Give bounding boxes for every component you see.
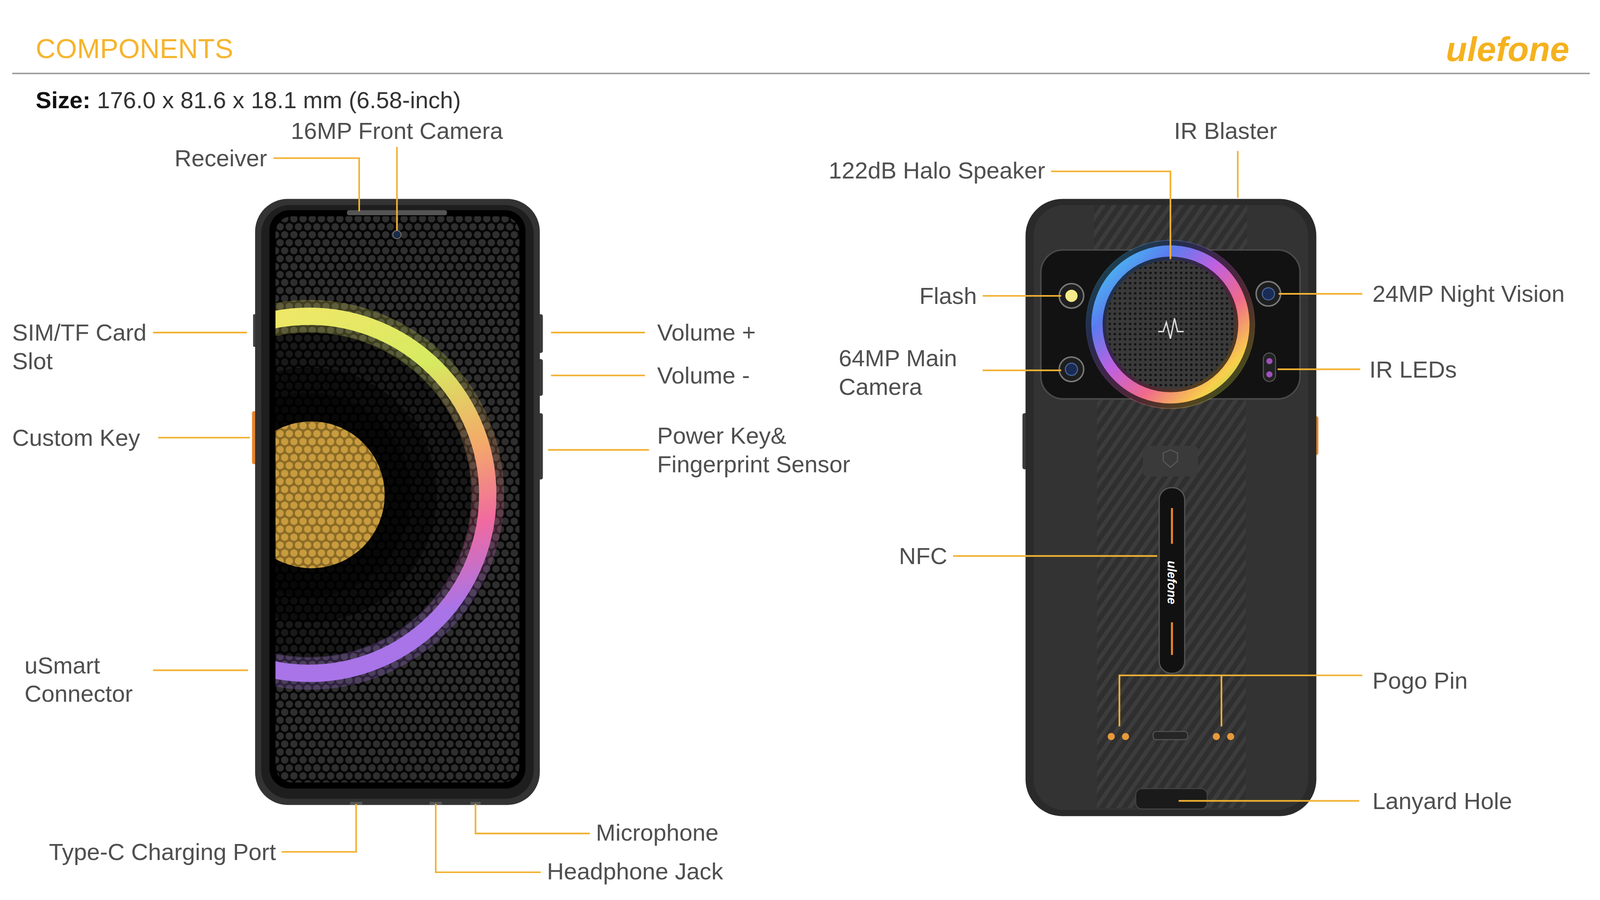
illustration-part — [281, 804, 357, 853]
illustration-part — [1266, 371, 1273, 378]
illustration-part — [1059, 357, 1084, 382]
part-label: Power Key& Fingerprint Sensor — [657, 421, 867, 479]
illustration-part — [392, 230, 401, 239]
part-label: 122dB Halo Speaker — [828, 156, 1046, 185]
illustration-part — [1220, 675, 1223, 727]
phone-back — [1022, 199, 1319, 817]
part-label: Custom Key — [12, 423, 141, 453]
illustration-part — [1256, 281, 1281, 307]
page-title: COMPONENTS — [35, 32, 234, 66]
illustration-part — [1159, 487, 1185, 674]
part-label: uSmart Connector — [24, 650, 158, 709]
part-label: 24MP Night Vision — [1372, 279, 1566, 309]
illustration-part — [1135, 788, 1208, 809]
illustration-part — [275, 367, 437, 623]
illustration-part — [982, 369, 1062, 372]
illustration-part — [1142, 445, 1198, 477]
illustration-part — [275, 316, 488, 674]
illustration-part — [153, 331, 248, 334]
illustration-part — [1065, 363, 1078, 376]
part-label: Headphone Jack — [546, 857, 723, 886]
illustration-part — [1277, 368, 1360, 371]
part-label: Volume + — [657, 318, 756, 347]
illustration-part — [396, 146, 398, 231]
illustration-part — [1025, 199, 1317, 817]
part-label: Pogo Pin — [1372, 666, 1468, 696]
illustration-part — [1065, 289, 1078, 302]
illustration-part — [158, 437, 251, 439]
illustration-part — [551, 331, 646, 334]
part-label: Type-C Charging Port — [48, 837, 276, 867]
illustration-part — [275, 316, 488, 674]
illustration-part — [1122, 733, 1130, 741]
illustration-part — [547, 449, 649, 451]
part-label: Flash — [919, 281, 977, 311]
illustration-part — [273, 158, 360, 212]
illustration-part — [1033, 205, 1309, 811]
part-label: 16MP Front Camera — [290, 116, 504, 145]
illustration-part — [953, 555, 1158, 558]
part-label: NFC — [898, 541, 948, 571]
illustration-part — [1050, 171, 1171, 259]
part-label: Lanyard Hole — [1372, 786, 1513, 816]
illustration-part — [1178, 800, 1360, 803]
illustration-part — [1237, 151, 1239, 198]
leader-lines — [153, 146, 1363, 873]
illustration-part — [1226, 733, 1235, 741]
illustration-part — [1163, 450, 1178, 468]
illustration-part — [1170, 508, 1174, 544]
part-label: Receiver — [174, 144, 267, 173]
illustration-part — [1212, 733, 1220, 741]
part-label: IR Blaster — [1173, 116, 1278, 145]
illustration-part — [1059, 283, 1084, 309]
illustration-part — [275, 392, 411, 598]
illustration-part — [275, 421, 385, 569]
illustration-part — [1106, 260, 1235, 389]
illustration-part — [1278, 293, 1363, 295]
illustration-part — [475, 804, 590, 834]
illustration-part — [1086, 240, 1254, 408]
header-rule — [12, 72, 1590, 75]
illustration-part — [1263, 353, 1276, 382]
illustration-part — [982, 295, 1062, 297]
illustration-part — [551, 374, 646, 377]
illustration-part — [275, 316, 488, 674]
illustration-part — [1266, 358, 1273, 365]
illustration-part — [1170, 622, 1174, 656]
part-label: Volume - — [657, 361, 750, 390]
illustration-part — [1158, 318, 1184, 339]
part-label: 64MP Main Camera — [838, 344, 992, 402]
illustration-part — [1096, 250, 1244, 398]
part-label: Microphone — [595, 818, 719, 848]
part-label: SIM/TF Card Slot — [12, 318, 166, 376]
size-heading: Size: — [35, 85, 91, 115]
illustration-part — [1096, 250, 1244, 398]
illustration-part — [1153, 731, 1188, 740]
phone-front — [130, 199, 543, 806]
illustration-part — [1119, 675, 1363, 727]
part-label: IR LEDs — [1369, 354, 1457, 384]
illustration-part — [1096, 400, 1246, 808]
illustration-part — [153, 669, 248, 672]
illustration-part — [435, 804, 542, 873]
brand-logo: ulefone — [1445, 28, 1570, 70]
illustration-part — [1107, 733, 1115, 741]
size-value: 176.0 x 81.6 x 18.1 mm (6.58-inch) — [96, 85, 461, 115]
back-logo: ulefone — [1164, 560, 1179, 605]
illustration-part — [1040, 250, 1301, 400]
illustration-part — [1262, 287, 1275, 300]
